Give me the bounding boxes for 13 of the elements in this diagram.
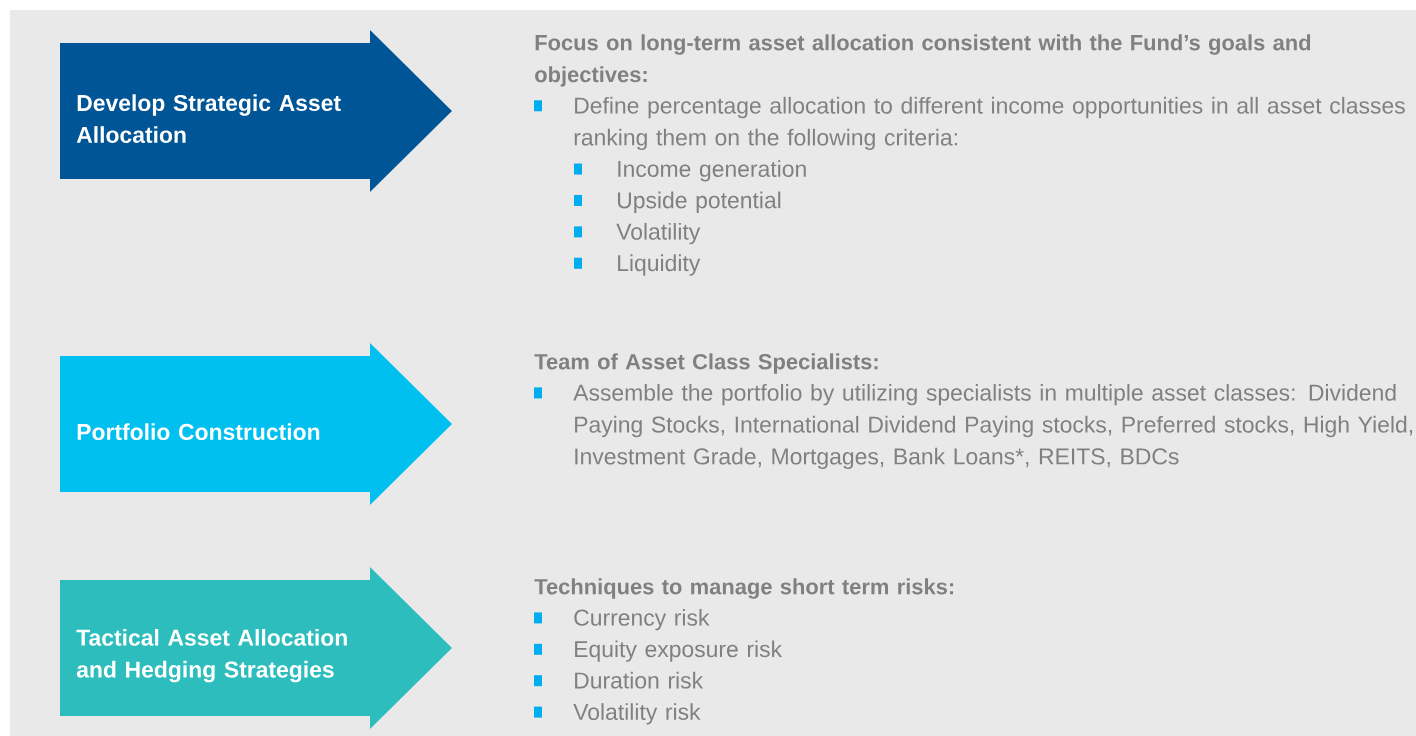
bullet-text: Volatility <box>616 222 701 245</box>
bullet-text: Define percentage allocation to different income opportunities in all asset classes ranking them on the following criteria: <box>574 96 1405 151</box>
bullet-text: Income generation <box>618 160 806 182</box>
bullet-text: Duration risk <box>575 671 704 689</box>
bullet-text: Equity exposure risk <box>575 640 783 662</box>
bullet-text: Upside potential <box>617 191 781 213</box>
bullet-text: Assemble the portfolio by utilizing specialists in multiple asset classes: Dividend Paying Stocks, International Dividend Paying stocks, Preferred stocks, High Yield, Investment Grade, Mortgages, Bank Loans*, REITS, BDCs <box>573 384 1413 470</box>
bullet-text: Currency risk <box>574 609 710 631</box>
bullet-text: Volatility risk <box>573 703 701 725</box>
heading-text: Team of Asset Class Specialists: <box>534 353 878 374</box>
heading-text: Focus on long-term asset allocation consistent with the Fund’s goals and objectives: <box>535 34 1311 87</box>
heading-text: Techniques to manage short term risks: <box>534 578 954 599</box>
bullet-text: Liquidity <box>618 254 701 276</box>
